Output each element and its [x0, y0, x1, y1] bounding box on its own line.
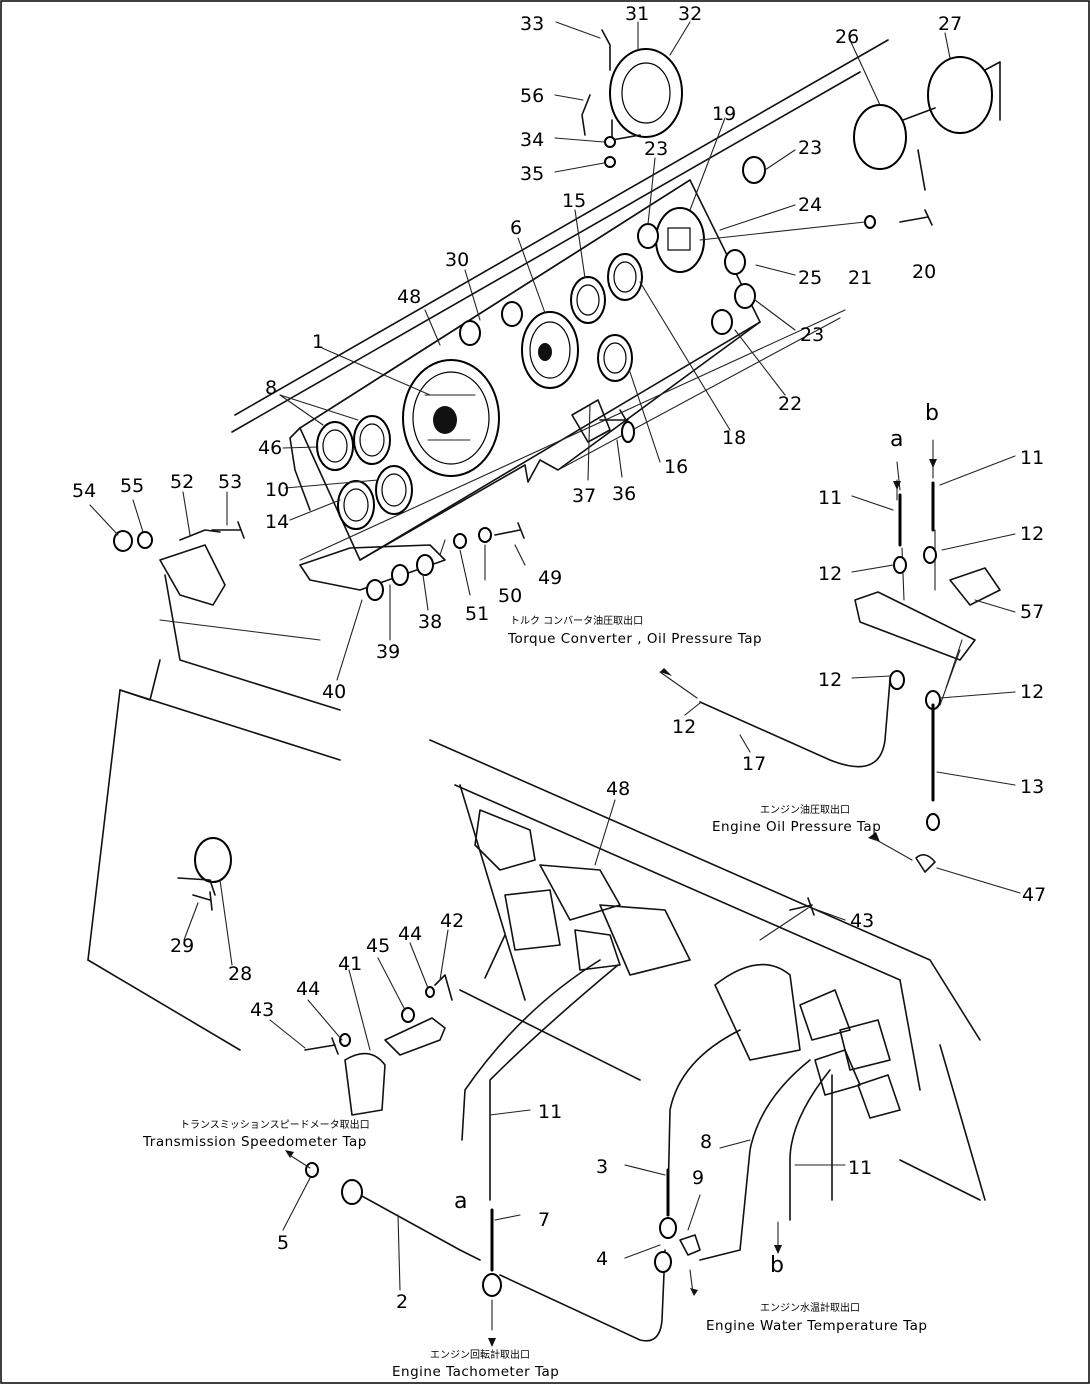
part-label-27: 27 [938, 13, 962, 35]
leader-lines [89, 21, 1021, 1347]
part-label-17: 17 [742, 753, 766, 775]
part-label-50: 50 [498, 585, 522, 607]
part-label-43-upper: 43 [850, 910, 874, 932]
part-label-26: 26 [835, 26, 859, 48]
part-label-25: 25 [798, 267, 822, 289]
part-label-11-lower-right: 11 [848, 1157, 872, 1179]
transmission-speedometer-tap-ja: トランスミッションスピードメータ取出口 [180, 1118, 370, 1131]
part-label-38: 38 [418, 611, 442, 633]
part-label-34: 34 [520, 129, 544, 151]
engine-water-temperature-tap-ja: エンジン水温計取出口 [760, 1301, 860, 1314]
part-label-54: 54 [72, 480, 96, 502]
part-label-12-b: 12 [818, 563, 842, 585]
connection-letters: a b a b [454, 401, 939, 1278]
part-label-55: 55 [120, 475, 144, 497]
part-label-8-lower: 8 [700, 1131, 712, 1153]
part-label-41: 41 [338, 953, 362, 975]
part-label-5: 5 [277, 1232, 289, 1254]
part-label-20: 20 [912, 261, 936, 283]
part-label-52: 52 [170, 471, 194, 493]
engine-tachometer-tap-en: Engine Tachometer Tap [392, 1364, 559, 1380]
part-label-1: 1 [312, 331, 324, 353]
part-label-11-left: 11 [818, 487, 842, 509]
part-label-12-c: 12 [818, 669, 842, 691]
connection-letter-a-lower: a [454, 1189, 467, 1214]
part-label-35: 35 [520, 163, 544, 185]
part-label-12-a: 12 [1020, 523, 1044, 545]
connection-letter-b-lower: b [770, 1253, 784, 1278]
part-label-13: 13 [1020, 776, 1044, 798]
part-label-37: 37 [572, 485, 596, 507]
part-label-43-lower: 43 [250, 999, 274, 1021]
pressure-manifold [699, 481, 1001, 873]
part-label-8-upper: 8 [265, 377, 277, 399]
engine-tachometer-tap-ja: エンジン回転計取出口 [430, 1348, 530, 1361]
torque-converter-tap-en: Torque Converter , Oil Pressure Tap [507, 631, 762, 647]
part-label-53: 53 [218, 471, 242, 493]
part-label-48-upper: 48 [397, 286, 421, 308]
part-label-42: 42 [440, 910, 464, 932]
part-label-28: 28 [228, 963, 252, 985]
part-label-23-c: 23 [800, 324, 824, 346]
part-label-16: 16 [664, 456, 688, 478]
part-label-49: 49 [538, 567, 562, 589]
part-label-56: 56 [520, 85, 544, 107]
part-labels: 1 2 3 4 5 6 7 8 8 9 10 11 11 11 11 12 12… [72, 3, 1046, 1313]
part-label-23-b: 23 [798, 137, 822, 159]
engine-oil-tap-en: Engine Oil Pressure Tap [712, 819, 881, 835]
part-label-18: 18 [722, 427, 746, 449]
part-label-6: 6 [510, 217, 522, 239]
connection-letter-b-upper: b [925, 401, 939, 426]
part-label-44-b: 44 [398, 923, 422, 945]
part-label-14: 14 [265, 511, 289, 533]
part-label-9: 9 [692, 1167, 704, 1189]
transmission-speedometer-tap-en: Transmission Speedometer Tap [142, 1134, 367, 1150]
connection-letter-a-upper: a [890, 427, 903, 452]
part-label-57: 57 [1020, 601, 1044, 623]
part-label-39: 39 [376, 641, 400, 663]
part-label-24: 24 [798, 194, 822, 216]
part-label-15: 15 [562, 190, 586, 212]
engine-oil-tap-ja: エンジン油圧取出口 [760, 803, 850, 816]
part-label-11-right: 11 [1020, 447, 1044, 469]
part-label-51: 51 [465, 603, 489, 625]
upper-instrument-panel [87, 29, 1001, 1051]
part-label-44-a: 44 [296, 978, 320, 1000]
part-label-48-lower: 48 [606, 778, 630, 800]
part-label-33: 33 [520, 13, 544, 35]
part-label-30: 30 [445, 249, 469, 271]
part-label-7: 7 [538, 1209, 550, 1231]
part-label-12-d: 12 [1020, 681, 1044, 703]
part-label-47: 47 [1022, 884, 1046, 906]
part-label-11-lower-left: 11 [538, 1101, 562, 1123]
lower-instrument-panel [177, 739, 986, 1342]
part-label-4: 4 [596, 1248, 608, 1270]
part-label-21: 21 [848, 267, 872, 289]
part-label-12-e: 12 [672, 716, 696, 738]
tap-captions: トルク コンバータ油圧取出口 Torque Converter , Oil Pr… [142, 614, 927, 1380]
part-label-40: 40 [322, 681, 346, 703]
part-label-10: 10 [265, 479, 289, 501]
torque-converter-tap-ja: トルク コンバータ油圧取出口 [510, 614, 643, 627]
part-label-31: 31 [625, 3, 649, 25]
part-label-22: 22 [778, 393, 802, 415]
part-label-46: 46 [258, 437, 282, 459]
engine-water-temperature-tap-en: Engine Water Temperature Tap [706, 1318, 927, 1334]
part-label-3: 3 [596, 1156, 608, 1178]
part-label-32: 32 [678, 3, 702, 25]
part-label-45: 45 [366, 935, 390, 957]
part-label-23-a: 23 [644, 138, 668, 160]
part-label-19: 19 [712, 103, 736, 125]
part-label-36: 36 [612, 483, 636, 505]
part-label-2: 2 [396, 1291, 408, 1313]
part-label-29: 29 [170, 935, 194, 957]
lamp-23-loose [742, 156, 766, 184]
